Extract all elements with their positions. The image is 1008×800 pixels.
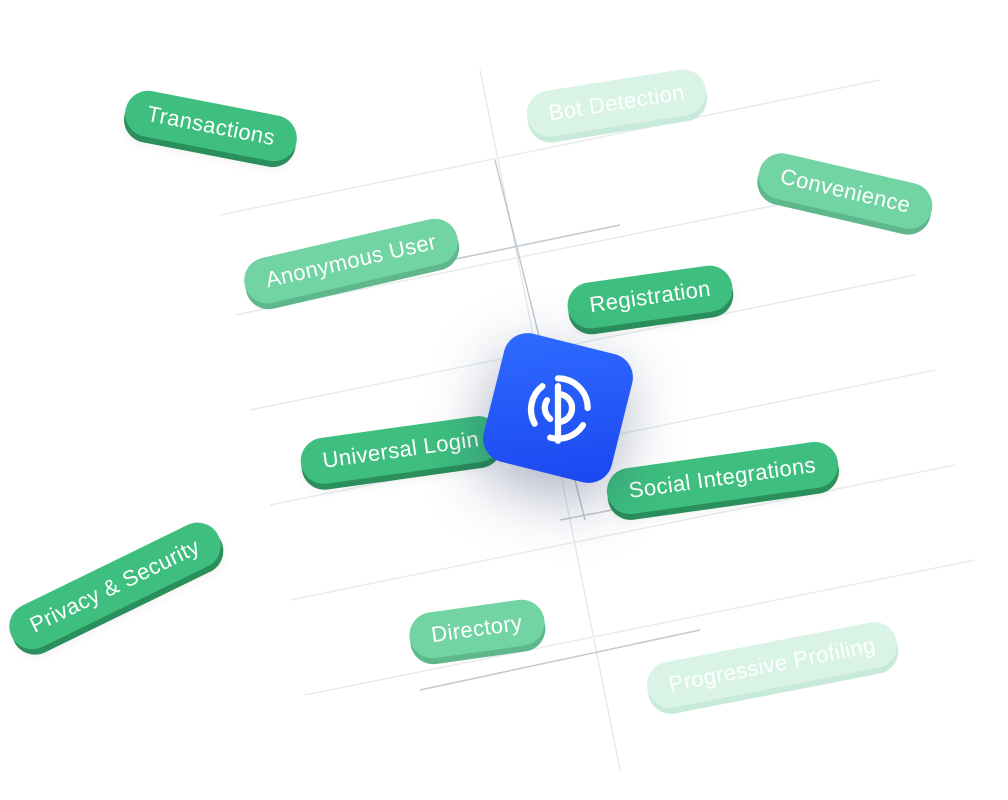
grid-line bbox=[234, 179, 901, 316]
grid-line bbox=[219, 79, 881, 216]
grid-line bbox=[289, 464, 956, 601]
grid-line bbox=[249, 274, 916, 411]
brand-logo-tile bbox=[477, 327, 639, 489]
grid-line bbox=[304, 559, 976, 696]
brand-mark-icon bbox=[527, 375, 591, 444]
